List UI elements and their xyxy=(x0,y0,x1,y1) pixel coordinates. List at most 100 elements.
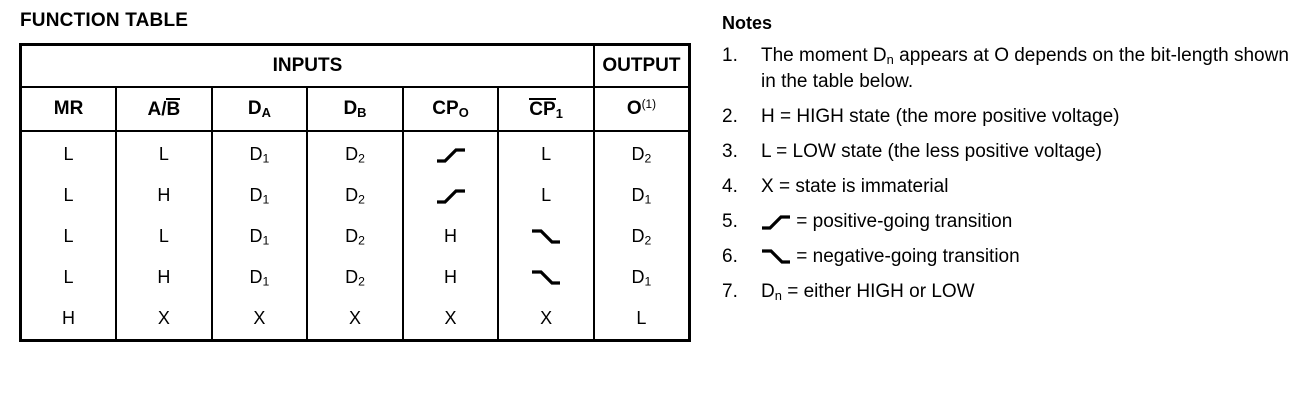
column-header-cell: MR xyxy=(20,87,118,132)
table-cell: X xyxy=(210,298,309,341)
positive-going-transition-icon xyxy=(761,213,791,230)
subscript: 1 xyxy=(555,105,563,121)
negative-going-transition-icon xyxy=(531,228,561,245)
positive-going-transition-icon xyxy=(436,146,466,163)
subscript: B xyxy=(357,104,367,120)
note-number: 5. xyxy=(722,211,738,232)
table-cell: D1 xyxy=(592,175,690,216)
group-header-output: OUTPUT xyxy=(592,44,690,88)
table-cell: D2 xyxy=(592,216,690,257)
table-cell: H xyxy=(401,216,500,257)
table-cell: X xyxy=(306,298,404,341)
table-cell xyxy=(497,216,595,257)
table-cell: X xyxy=(497,298,595,341)
overline-text: B xyxy=(166,97,181,120)
superscript-note-ref: (1) xyxy=(641,98,657,112)
note-number: 2. xyxy=(722,106,738,127)
note-number: 3. xyxy=(722,141,738,162)
note-item: 5. = positive-going transition xyxy=(722,209,1302,235)
table-cell: H xyxy=(20,298,118,341)
note-item: 1. The moment Dn appears at O depends on … xyxy=(722,43,1302,95)
table-cell: L xyxy=(497,175,595,216)
subscript: 2 xyxy=(644,233,652,248)
table-cell xyxy=(401,175,500,216)
subscript: 1 xyxy=(644,192,652,207)
table-cell: D1 xyxy=(210,175,309,216)
note-text: Dn = either HIGH or LOW xyxy=(761,281,975,303)
column-header-cell: CP1 xyxy=(497,87,595,132)
column-header-cell: A/B xyxy=(115,87,213,132)
column-header-cell: CPO xyxy=(401,87,500,132)
note-text: H = HIGH state (the more positive voltag… xyxy=(761,106,1120,127)
table-cell: L xyxy=(115,131,213,175)
table-cell: L xyxy=(20,257,118,298)
subscript: 1 xyxy=(644,274,652,289)
table-cell: H xyxy=(115,257,213,298)
note-text: = positive-going transition xyxy=(761,209,1302,235)
table-cell xyxy=(497,257,595,298)
negative-going-transition-icon xyxy=(761,248,791,265)
subscript: O xyxy=(458,104,469,120)
note-number: 6. xyxy=(722,246,738,267)
subscript: 2 xyxy=(358,274,365,289)
note-text: The moment Dn appears at O depends on th… xyxy=(761,45,1289,92)
notes-panel: Notes 1.The moment Dn appears at O depen… xyxy=(722,13,1302,314)
notes-list: 1. The moment Dn appears at O depends on … xyxy=(722,43,1302,305)
note-text: X = state is immaterial xyxy=(761,176,949,197)
table-cell: L xyxy=(20,175,118,216)
negative-going-transition-icon xyxy=(531,269,561,286)
note-item: 7. Dn = either HIGH or LOW xyxy=(722,279,1302,305)
table-cell: D2 xyxy=(306,216,404,257)
page-title: FUNCTION TABLE xyxy=(20,10,189,31)
note-item: 2. H = HIGH state (the more positive volt… xyxy=(722,104,1302,130)
table-cell: D1 xyxy=(210,257,309,298)
positive-going-transition-icon xyxy=(436,187,466,204)
subscript: 2 xyxy=(358,192,365,207)
subscript: n xyxy=(886,51,894,67)
table-cell: D1 xyxy=(592,257,690,298)
note-text: L = LOW state (the less positive voltage… xyxy=(761,141,1102,162)
table-cell: L xyxy=(115,216,213,257)
subscript: 1 xyxy=(262,192,270,207)
note-item: 6. = negative-going transition xyxy=(722,244,1302,270)
table-cell: L xyxy=(20,131,118,175)
table-cell xyxy=(401,131,500,175)
subscript: 1 xyxy=(262,274,270,289)
table-cell: X xyxy=(401,298,500,341)
note-item: 4. X = state is immaterial xyxy=(722,174,1302,200)
subscript: 1 xyxy=(262,233,270,248)
subscript: A xyxy=(261,104,271,120)
subscript: 2 xyxy=(358,151,365,166)
note-number: 1. xyxy=(722,45,738,66)
table-cell: D2 xyxy=(306,175,404,216)
group-header-inputs: INPUTS xyxy=(20,44,595,88)
column-header-cell: DA xyxy=(210,87,309,132)
note-number: 4. xyxy=(722,176,738,197)
table-cell: H xyxy=(401,257,500,298)
column-header-cell: DB xyxy=(306,87,404,132)
table-cell: D1 xyxy=(210,131,309,175)
subscript: n xyxy=(774,287,782,303)
subscript: 2 xyxy=(358,233,365,248)
column-header-cell: O(1) xyxy=(592,87,690,132)
note-number: 7. xyxy=(722,281,738,302)
table-cell: D2 xyxy=(306,257,404,298)
table-cell: D2 xyxy=(306,131,404,175)
table-cell: D1 xyxy=(210,216,309,257)
subscript: 2 xyxy=(644,151,652,166)
subscript: 1 xyxy=(262,151,270,166)
table-cell: L xyxy=(592,298,690,341)
table-cell: D2 xyxy=(592,131,690,175)
overline-text: CP xyxy=(529,97,556,120)
table-cell: X xyxy=(115,298,213,341)
note-item: 3. L = LOW state (the less positive volta… xyxy=(722,139,1302,165)
